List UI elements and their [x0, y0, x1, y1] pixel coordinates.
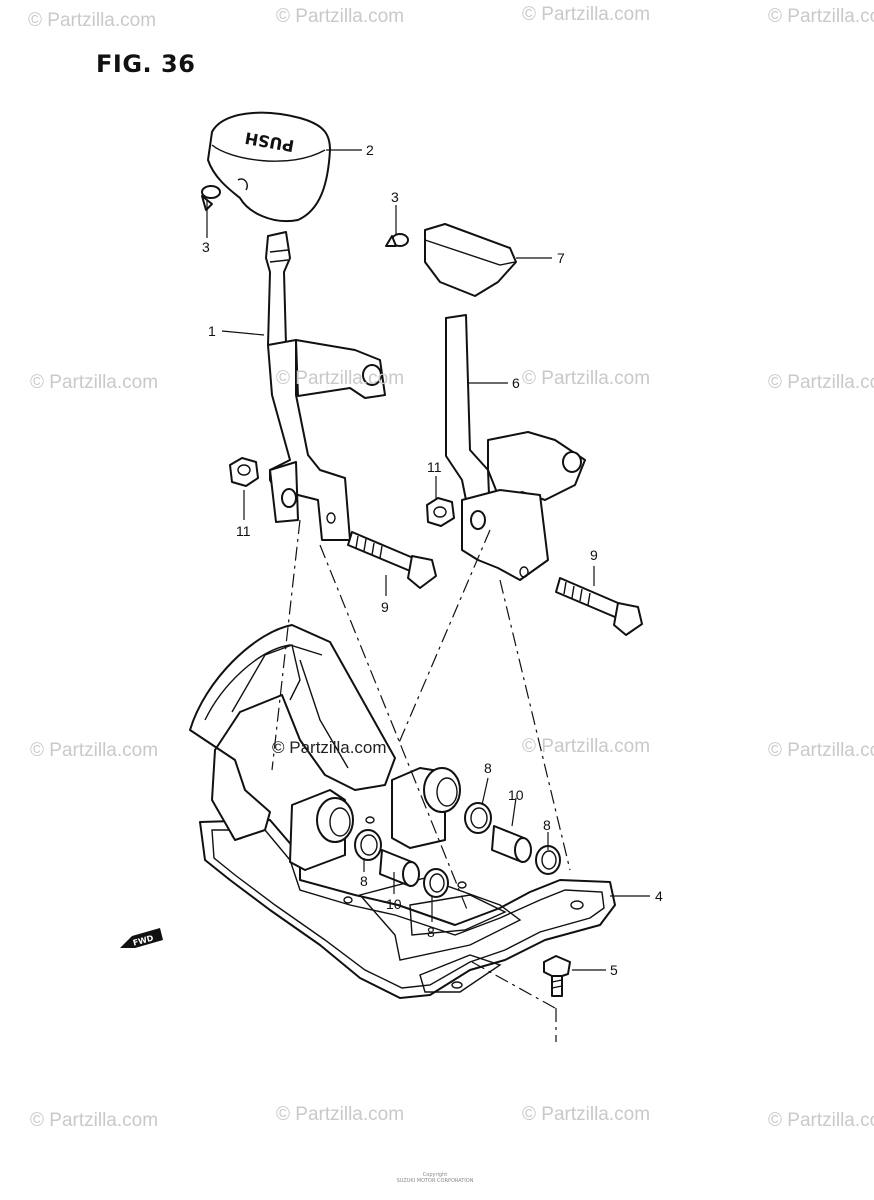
base-bracket	[189, 624, 616, 999]
bush-10-b	[491, 825, 532, 863]
callout-10-a: 10	[386, 896, 402, 912]
callout-3-right: 3	[391, 189, 399, 205]
bolt-9-left	[347, 531, 437, 589]
callout-6: 6	[512, 375, 520, 391]
callout-9-left: 9	[381, 599, 389, 615]
nut-11-right	[426, 497, 455, 527]
callout-11-right: 11	[427, 459, 442, 475]
o-ring-8-c	[535, 845, 561, 875]
callout-8-c: 8	[543, 817, 551, 833]
callout-8-d: 8	[427, 924, 435, 940]
callout-5: 5	[610, 962, 618, 978]
fwd-arrow: FWD	[120, 928, 163, 948]
bolt-9-right	[555, 577, 643, 636]
footer-line-2: SUZUKI MOTOR CORPORATION	[396, 1178, 474, 1184]
callout-4: 4	[655, 888, 663, 904]
shift-lever-6	[445, 314, 586, 581]
watermark: © Partzilla.com	[30, 372, 159, 393]
shift-knob: PUSH	[207, 111, 331, 223]
screw-3-left	[201, 185, 221, 211]
callout-1: 1	[208, 323, 216, 339]
nut-11-left	[229, 457, 259, 487]
watermark: © Partzilla.com	[522, 736, 651, 757]
watermark: © Partzilla.com	[30, 1110, 159, 1131]
shift-lever-1	[265, 231, 386, 541]
callout-2: 2	[366, 142, 374, 158]
screw-3-right	[385, 233, 409, 247]
watermark: © Partzilla.com	[768, 740, 874, 761]
watermark: © Partzilla.com	[768, 6, 874, 27]
watermark: © Partzilla.com	[768, 1110, 874, 1131]
watermark: © Partzilla.com	[522, 1104, 651, 1125]
lever-cap	[424, 223, 517, 297]
callout-8-b: 8	[484, 760, 492, 776]
callout-7: 7	[557, 250, 565, 266]
figure-title: FIG. 36	[96, 50, 196, 78]
watermark: © Partzilla.com	[28, 10, 157, 31]
assembly-lines	[271, 519, 571, 1042]
watermark-center: © Partzilla.com	[272, 738, 387, 757]
o-ring-8-b	[464, 802, 492, 834]
watermark: © Partzilla.com	[768, 372, 874, 393]
bush-10-a	[379, 849, 420, 887]
footer-copyright: Copyright SUZUKI MOTOR CORPORATION	[330, 1172, 540, 1184]
watermark: © Partzilla.com	[522, 4, 651, 25]
o-ring-8-a	[354, 829, 382, 861]
o-ring-8-d	[423, 868, 449, 898]
bolt-5	[543, 955, 571, 997]
callout-11-left: 11	[236, 523, 251, 539]
callout-9-right: 9	[590, 547, 598, 563]
leader-lines	[206, 149, 650, 971]
callout-3-left: 3	[202, 239, 210, 255]
callout-labels: 2 3 3 7 1 6 11 11 9 9 8 10 8 8 10 8 4 5	[202, 142, 663, 978]
watermark: © Partzilla.com	[30, 740, 159, 761]
callout-10-b: 10	[508, 787, 524, 803]
watermark: © Partzilla.com	[522, 368, 651, 389]
watermark: © Partzilla.com	[276, 368, 405, 389]
callout-8-a: 8	[360, 873, 368, 889]
watermark: © Partzilla.com	[276, 6, 405, 27]
footer-line-1: Copyright	[422, 1172, 448, 1178]
watermark: © Partzilla.com	[276, 1104, 405, 1125]
